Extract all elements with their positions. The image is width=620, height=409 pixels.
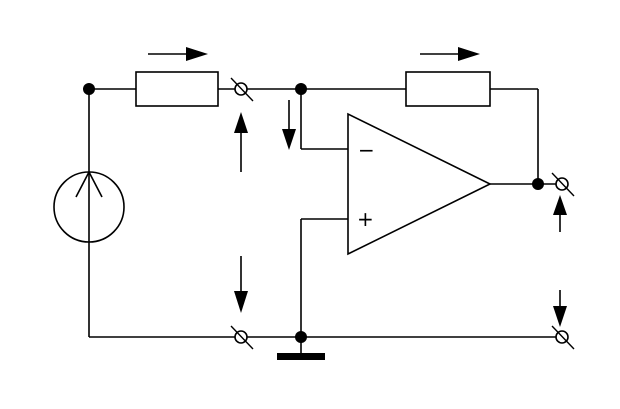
arrow-icon-input-voltage-down: [234, 256, 248, 313]
arrow-icon-output-voltage-up: [553, 195, 567, 232]
junction-dot-bottom: [295, 331, 307, 343]
arrow-icon-inverting-current-down: [282, 100, 296, 150]
terminal-output-top: [551, 172, 575, 197]
opamp: − +: [347, 112, 492, 256]
arrow-icon-feedback-current: [420, 47, 480, 61]
terminal-output-bottom: [551, 325, 575, 350]
wires: [88, 88, 562, 355]
feedback-resistor: [405, 71, 491, 107]
arrow-icon-input-voltage-up: [234, 112, 248, 172]
source-arrowhead: [75, 170, 103, 198]
ground-icon: [277, 353, 325, 360]
arrow-icon-input-current: [148, 47, 208, 61]
input-resistor: [135, 71, 219, 107]
junction-dot-output: [532, 178, 544, 190]
terminal-slash: [551, 325, 575, 350]
terminal-slash: [551, 172, 575, 197]
terminal-input-top: [230, 77, 254, 102]
terminal-slash: [230, 77, 254, 102]
junction-dot-top-mid: [295, 83, 307, 95]
terminal-input-bottom: [230, 325, 254, 350]
opamp-triangle: [347, 112, 492, 256]
junction-dot-top-left: [83, 83, 95, 95]
opamp-noninverting-sign: +: [357, 207, 374, 231]
opamp-inverting-sign: −: [358, 138, 375, 162]
arrows: [148, 47, 567, 327]
arrow-icon-output-voltage-down: [553, 290, 567, 327]
current-source-icon: [53, 170, 125, 243]
terminal-slash: [230, 325, 254, 350]
